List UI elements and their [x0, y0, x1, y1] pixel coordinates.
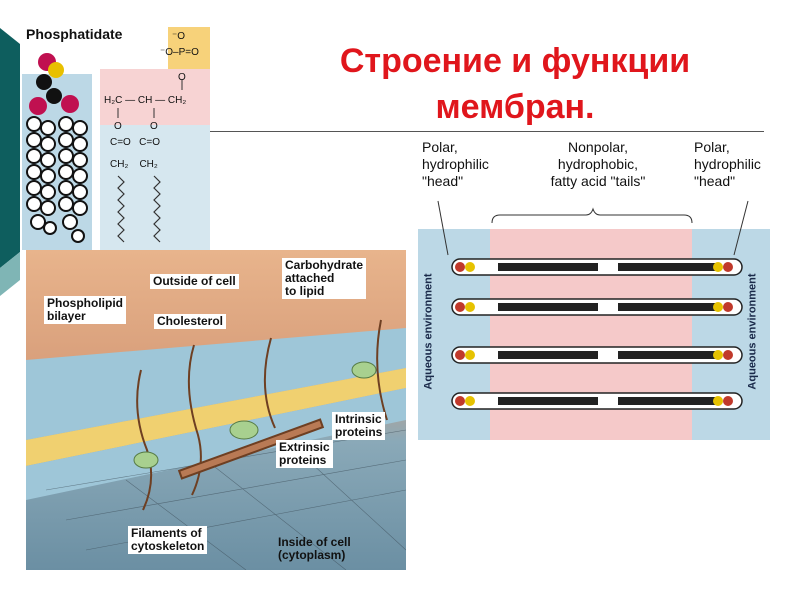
slide-title-line1: Строение и функции — [339, 42, 691, 80]
methylene-groups: CH₂ CH₂ — [110, 159, 158, 170]
label-polar-head-left: Polar, hydrophilic "head" — [422, 139, 489, 189]
label-polar-head-right: Polar, hydrophilic "head" — [694, 139, 761, 189]
phosphatidate-panel: Phosphatidate ⁻O ⁻O–P=O O H₂C — CH — CH₂… — [22, 24, 212, 250]
label-phospholipid-bilayer: Phospholipid bilayer — [44, 296, 126, 324]
left-accent-bar — [0, 0, 20, 600]
ester-oxygen-2: O — [150, 121, 158, 132]
ester-oxygen-1: O — [114, 121, 122, 132]
accent-shape — [0, 28, 20, 296]
slide-title: Строение и функции мембран. — [300, 38, 730, 130]
label-inside-of-cell: Inside of cell (cytoplasm) — [278, 535, 351, 562]
label-filaments-of-cytoskeleton: Filaments of cytoskeleton — [128, 526, 208, 554]
label-intrinsic-proteins: Intrinsic proteins — [332, 412, 386, 440]
aqueous-label-right: Aqueous environment — [746, 273, 759, 390]
bilayer-diagram: Polar, hydrophilic "head" Nonpolar, hydr… — [418, 135, 770, 440]
membrane-figure: Outside of cell Carbohydrate attached to… — [26, 250, 407, 571]
title-divider — [210, 131, 764, 132]
label-cholesterol: Cholesterol — [154, 314, 227, 329]
phosphate-line2: ⁻O–P=O — [160, 47, 199, 58]
label-outside-of-cell: Outside of cell — [150, 274, 239, 289]
aqueous-label-left: Aqueous environment — [422, 273, 435, 390]
glycerol-backbone: H₂C — CH — CH₂ — [104, 95, 187, 106]
carbonyl-groups: C=O C=O — [110, 137, 161, 148]
slide-title-line2: мембран. — [435, 88, 595, 126]
label-carbohydrate: Carbohydrate attached to lipid — [282, 258, 367, 299]
bilayer-artwork — [418, 200, 770, 440]
space-filling-model — [26, 53, 88, 243]
label-nonpolar-tails: Nonpolar, hydrophobic, fatty acid "tails… — [550, 139, 646, 189]
lipid-rows — [451, 258, 743, 410]
label-extrinsic-proteins: Extrinsic proteins — [276, 440, 333, 468]
phosphatidate-heading: Phosphatidate — [26, 26, 123, 42]
phosphate-oxygen: O — [178, 72, 186, 83]
phosphatidate-structure — [22, 27, 210, 250]
phosphate-line1: ⁻O — [172, 31, 186, 42]
